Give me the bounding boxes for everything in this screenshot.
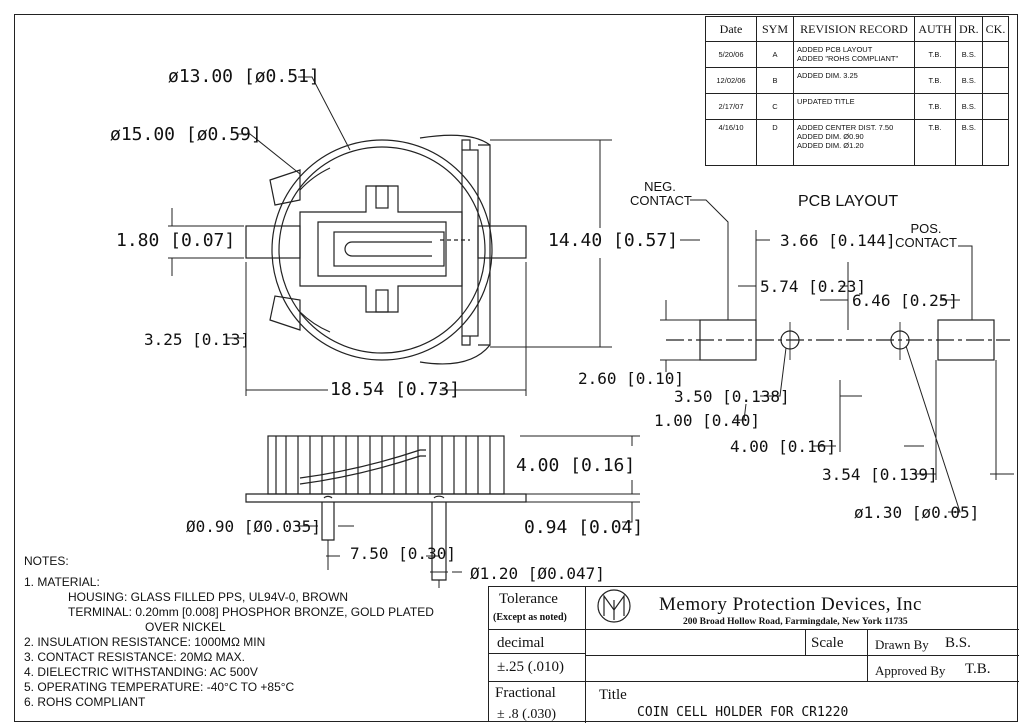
top-view-dimensions <box>168 76 612 396</box>
dim-3-66: 3.66 [0.144] <box>780 231 896 250</box>
top-view-holder <box>245 134 527 365</box>
dim-d15: ø15.00 [ø0.59] <box>110 124 262 145</box>
rev-date: 5/20/06 <box>705 41 757 68</box>
dim-5-74: 5.74 [0.23] <box>760 277 866 296</box>
note-line: 4. DIELECTRIC WITHSTANDING: AC 500V <box>24 665 258 679</box>
dim-pin-090: Ø0.90 [Ø0.035] <box>186 517 321 536</box>
rev-ck <box>981 119 1010 166</box>
revision-table: Date SYM REVISION RECORD AUTH DR. CK. 5/… <box>705 16 1010 166</box>
dim-18-54: 18.54 [0.73] <box>330 379 461 400</box>
rev-dr: B.S. <box>955 119 983 166</box>
pcb-layout-drawing <box>666 319 1010 361</box>
drawn-by-label: Drawn By <box>875 637 929 652</box>
rev-auth: T.B. <box>914 119 956 166</box>
drawn-by-value: B.S. <box>945 635 971 651</box>
rev-sym: D <box>756 119 794 166</box>
side-view-dimensions <box>298 435 640 588</box>
scale-label: Scale <box>811 635 844 651</box>
drawing-border <box>14 14 1018 722</box>
rev-ck <box>981 93 1010 120</box>
rev-record: UPDATED TITLE <box>793 93 915 120</box>
dim-d13: ø13.00 [ø0.51] <box>168 66 320 87</box>
title-label: Title <box>599 687 627 703</box>
company-address: 200 Broad Hollow Road, Farmingdale, New … <box>683 617 908 627</box>
rev-header-dr: DR. <box>955 16 983 42</box>
dim-4-00-pcb: 4.00 [0.16] <box>730 437 836 456</box>
note-line: 3. CONTACT RESISTANCE: 20MΩ MAX. <box>24 650 246 664</box>
rev-ck <box>981 67 1010 94</box>
fractional-label: Fractional <box>495 685 556 701</box>
rev-dr: B.S. <box>955 67 983 94</box>
rev-ck <box>981 41 1010 68</box>
fractional-tolerance: ± .8 (.030) <box>497 707 557 722</box>
table-row: 4/16/10 D ADDED CENTER DIST. 7.50 ADDED … <box>705 119 1010 166</box>
title-block: Tolerance (Except as noted) Memory Prote… <box>488 586 1019 723</box>
except-label: (Except as noted) <box>493 612 567 623</box>
decimal-label: decimal <box>497 635 545 651</box>
pos-contact-label: POS. CONTACT <box>894 221 958 251</box>
pcb-layout-title: PCB LAYOUT <box>798 193 899 210</box>
rev-record: ADDED CENTER DIST. 7.50 ADDED DIM. Ø0.90… <box>793 119 915 166</box>
pos-contact-text: POS. CONTACT <box>895 221 957 251</box>
rev-sym: A <box>756 41 794 68</box>
pcb-layout-dimensions <box>660 199 1014 513</box>
note-line: 1. MATERIAL: <box>24 575 100 589</box>
rev-sym: C <box>756 93 794 120</box>
rev-auth: T.B. <box>914 93 956 120</box>
note-line: OVER NICKEL <box>145 620 226 634</box>
rev-header-auth: AUTH <box>914 16 956 42</box>
rev-header-sym: SYM <box>756 16 794 42</box>
neg-contact-label: NEG. CONTACT <box>630 179 692 209</box>
dim-3-50: 3.50 [0.138] <box>674 387 790 406</box>
neg-contact-text: NEG. CONTACT <box>630 179 692 209</box>
note-line: 5. OPERATING TEMPERATURE: -40°C TO +85°C <box>24 680 295 694</box>
table-row: 5/20/06 A ADDED PCB LAYOUT ADDED "ROHS C… <box>705 41 1010 68</box>
rev-header-ck: CK. <box>981 16 1010 42</box>
rev-date: 4/16/10 <box>705 119 757 166</box>
dim-1-00: 1.00 [0.40] <box>654 411 760 430</box>
note-line: TERMINAL: 0.20mm [0.008] PHOSPHOR BRONZE… <box>68 605 434 619</box>
note-line: 2. INSULATION RESISTANCE: 1000MΩ MIN <box>24 635 266 649</box>
dim-0-94: 0.94 [0.04] <box>524 517 644 538</box>
dim-1-80: 1.80 [0.07] <box>116 230 236 251</box>
rev-dr: B.S. <box>955 93 983 120</box>
dim-3-54: 3.54 [0.139] <box>822 465 938 484</box>
rev-header-date: Date <box>705 16 757 42</box>
notes-heading: NOTES: <box>24 554 69 568</box>
rev-dr: B.S. <box>955 41 983 68</box>
revision-header-row: Date SYM REVISION RECORD AUTH DR. CK. <box>705 16 1010 42</box>
note-line: HOUSING: GLASS FILLED PPS, UL94V-0, BROW… <box>68 590 349 604</box>
rev-auth: T.B. <box>914 67 956 94</box>
rev-date: 12/02/06 <box>705 67 757 94</box>
table-row: 12/02/06 B ADDED DIM. 3.25 T.B. B.S. <box>705 67 1010 94</box>
approved-by-value: T.B. <box>965 661 991 677</box>
dim-pin-120: Ø1.20 [Ø0.047] <box>470 564 605 583</box>
approved-by-label: Approved By <box>875 663 946 678</box>
mpd-logo <box>597 589 631 623</box>
rev-record: ADDED PCB LAYOUT ADDED "ROHS COMPLIANT" <box>793 41 915 68</box>
dim-2-60: 2.60 [0.10] <box>578 369 684 388</box>
decimal-tolerance: ±.25 (.010) <box>497 659 564 675</box>
rev-auth: T.B. <box>914 41 956 68</box>
rev-date: 2/17/07 <box>705 93 757 120</box>
dim-7-50: 7.50 [0.30] <box>350 544 456 563</box>
note-line: 6. ROHS COMPLIANT <box>24 695 146 709</box>
company-name: Memory Protection Devices, Inc <box>659 594 922 615</box>
dim-4-00-height: 4.00 [0.16] <box>516 455 636 476</box>
rev-sym: B <box>756 67 794 94</box>
dim-14-40: 14.40 [0.57] <box>548 230 679 251</box>
drawing-title: COIN CELL HOLDER FOR CR1220 <box>637 705 849 720</box>
dim-3-25: 3.25 [0.13] <box>144 330 250 349</box>
dim-6-46: 6.46 [0.25] <box>852 291 958 310</box>
rev-header-record: REVISION RECORD <box>793 16 915 42</box>
dim-d1-30: ø1.30 [ø0.05] <box>854 503 980 522</box>
table-row: 2/17/07 C UPDATED TITLE T.B. B.S. <box>705 93 1010 120</box>
notes: NOTES: 1. MATERIAL: HOUSING: GLASS FILLE… <box>24 554 434 710</box>
tolerance-label: Tolerance <box>499 591 558 607</box>
rev-record: ADDED DIM. 3.25 <box>793 67 915 94</box>
